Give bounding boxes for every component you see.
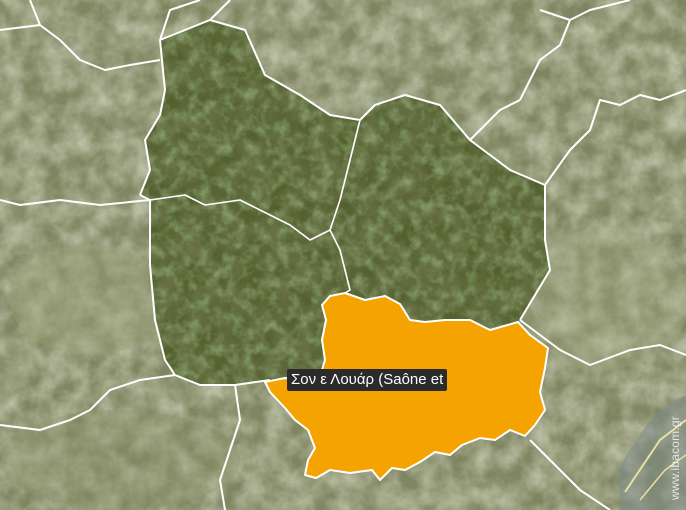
watermark-text: www.ibacom.gr <box>668 416 682 500</box>
terrain-patch <box>510 230 686 370</box>
yellow-road <box>624 419 686 493</box>
region-tooltip: Σον ε Λουάρ (Saône et <box>287 369 448 391</box>
terrain-patch <box>10 245 170 355</box>
department-borders <box>149 119 361 297</box>
terrain-patch <box>0 410 240 510</box>
yellow-road <box>639 454 686 501</box>
